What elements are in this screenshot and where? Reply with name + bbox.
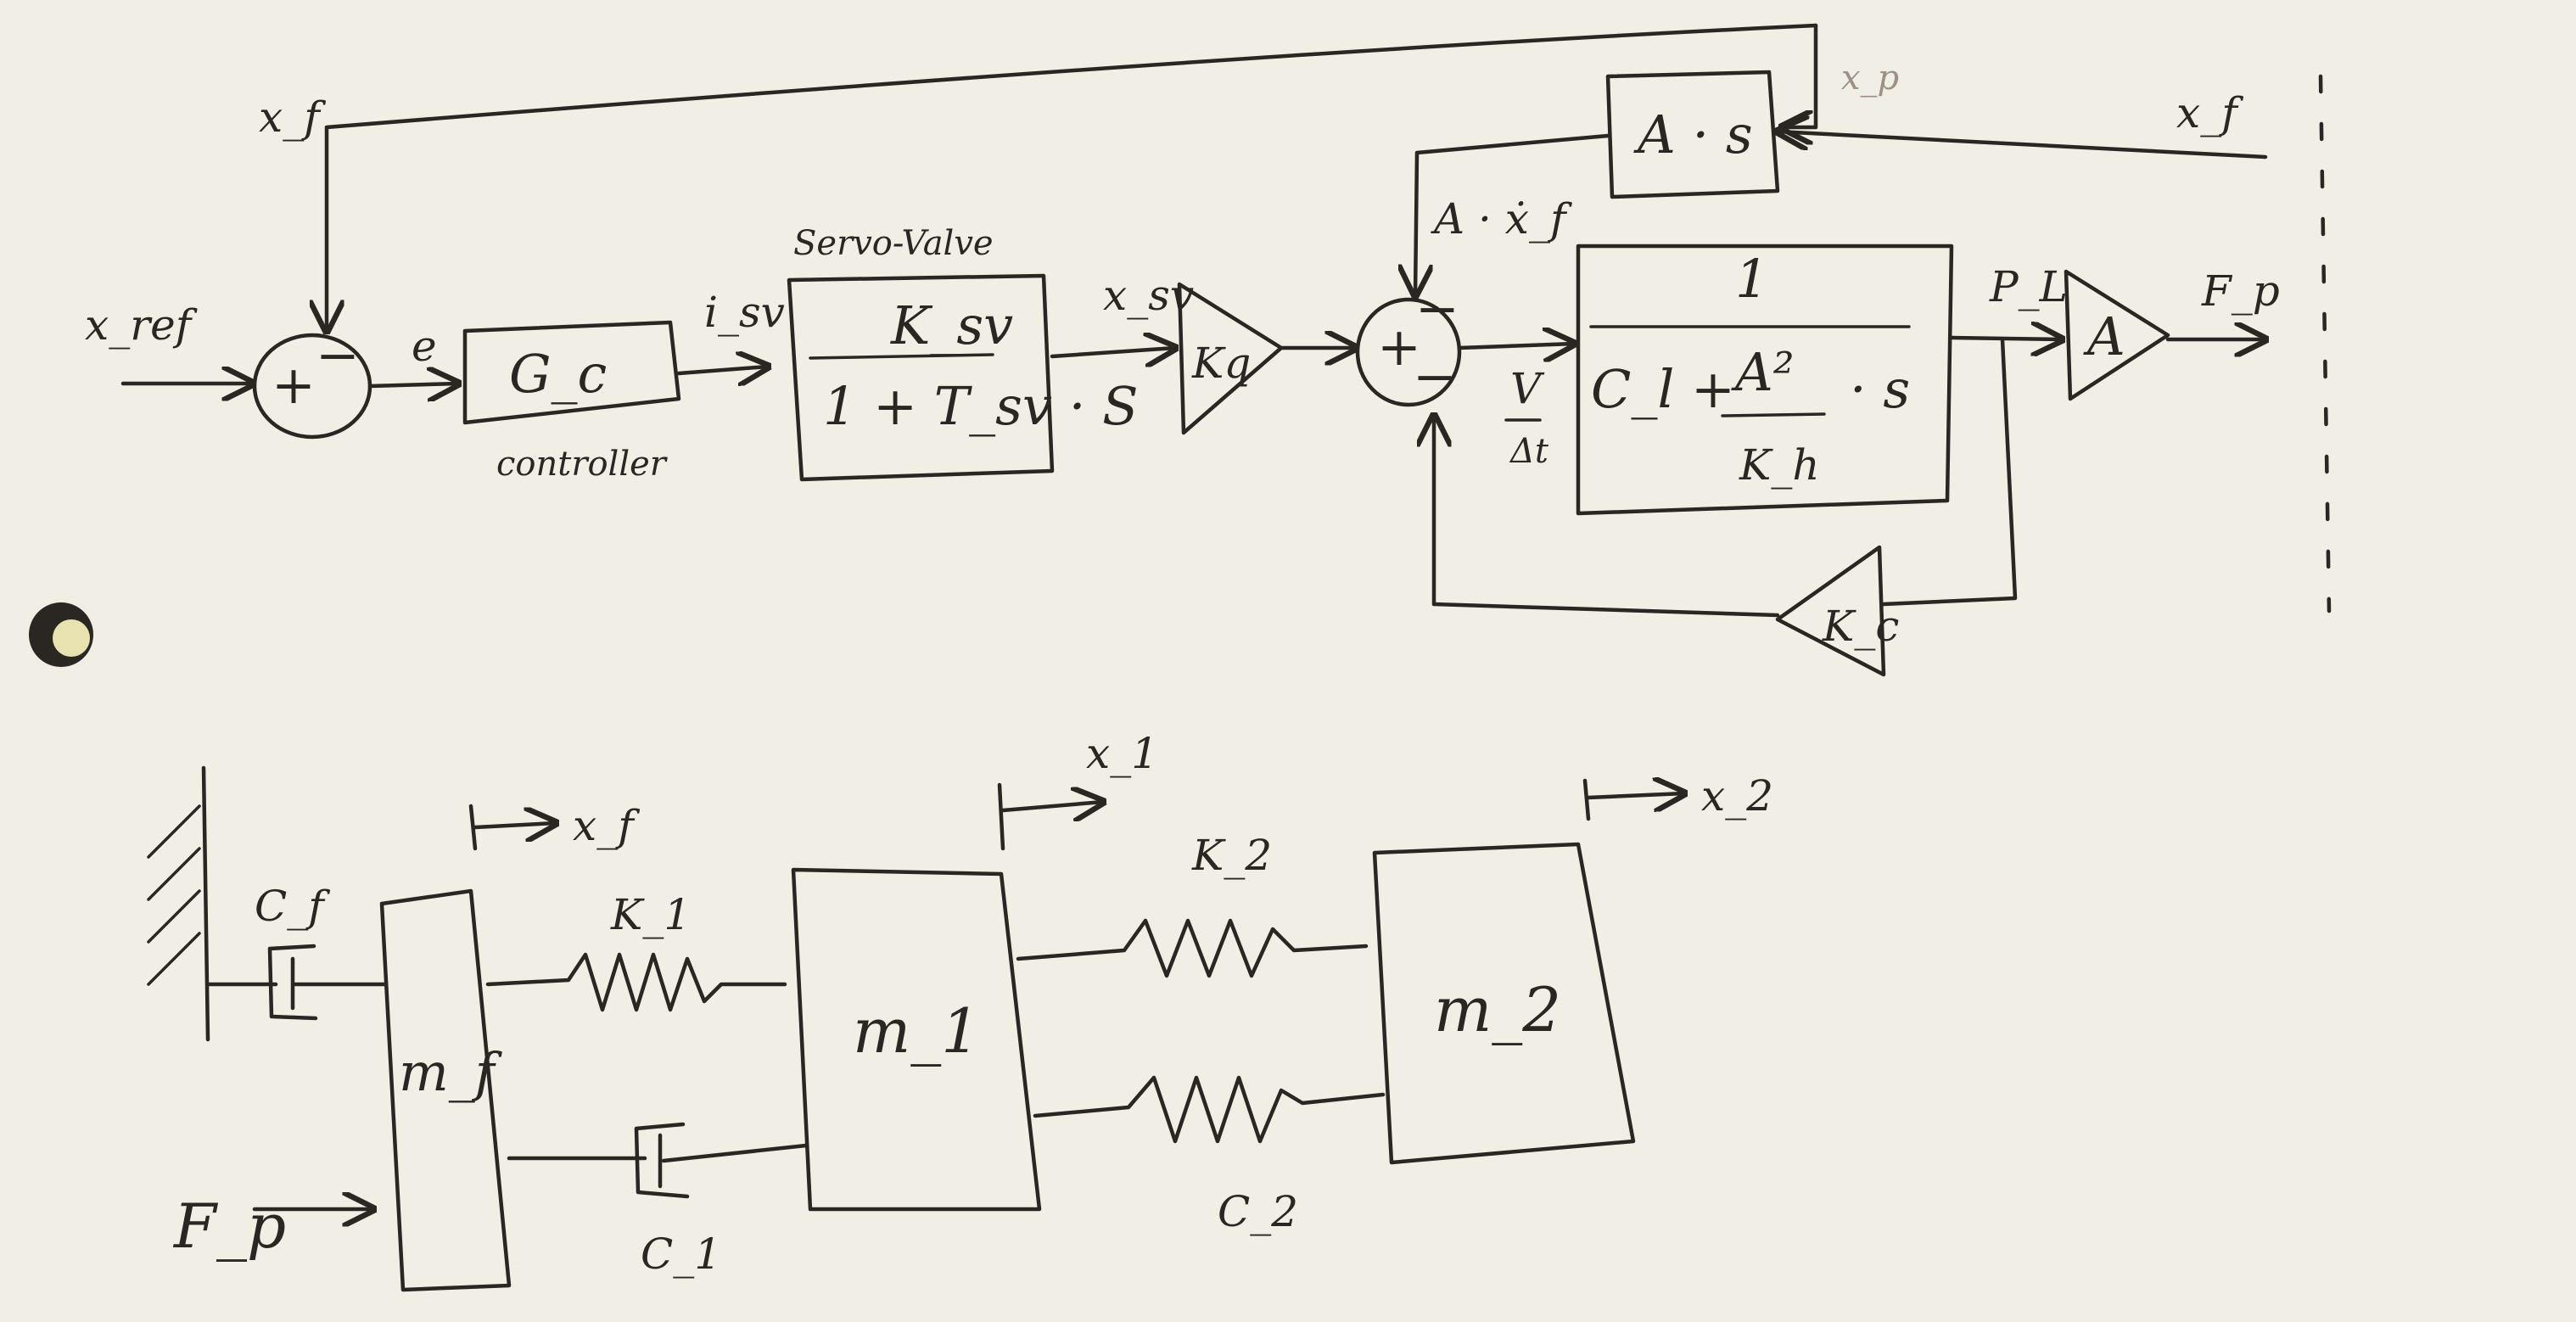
fixed-wall	[201, 765, 210, 1042]
error-label: e	[412, 322, 437, 371]
svg-text:+: +	[272, 354, 316, 416]
current-arrow	[676, 367, 768, 373]
servo-caption: Servo-Valve	[793, 224, 994, 263]
servo-denominator: 1 + T_sv · S	[823, 375, 1139, 437]
leak-feedback-line	[1881, 337, 2018, 607]
force-label: F_p	[2201, 266, 2280, 316]
pressure-arrow	[1949, 338, 2062, 339]
feedback-label: x_f	[259, 92, 326, 142]
derivative-input-label: x_f	[2176, 88, 2243, 137]
volume-num: V	[1510, 364, 1545, 413]
spring-2-label: K_2	[1191, 831, 1272, 880]
spool-arrow	[1050, 348, 1175, 356]
servo-valve-block: K_sv 1 + T_sv · S	[787, 273, 1139, 482]
svg-text:−: −	[1415, 277, 1459, 339]
hydraulic-block: 1 C_l + A² K_h · s	[1576, 244, 1954, 516]
hydraulic-den-right: · s	[1850, 358, 1910, 420]
servo-numerator: K_sv	[890, 294, 1013, 356]
mass-2-label: m_2	[1434, 974, 1561, 1045]
disp-2-arrow	[1586, 793, 1684, 798]
damper-2	[1033, 1075, 1386, 1144]
derivative-label: A · s	[1633, 104, 1753, 165]
summing-junction-2: + − −	[1355, 277, 1462, 407]
mass-f-label: m_f	[399, 1041, 503, 1103]
svg-text:−: −	[316, 324, 360, 386]
volume-den: Δt	[1509, 432, 1549, 471]
summing-junction-1: + −	[252, 324, 372, 440]
damper-1	[507, 1122, 809, 1199]
damper-1-label: C_1	[641, 1230, 721, 1279]
separator-dashes	[2318, 74, 2332, 613]
mass-f: m_f	[379, 888, 512, 1292]
disp-1-label: x_1	[1086, 729, 1158, 778]
svg-text:−: −	[1413, 345, 1457, 407]
gain-kq: Kq	[1177, 282, 1284, 435]
controller-block: G_c	[462, 320, 681, 425]
input-label: x_ref	[85, 300, 198, 350]
controller-label: G_c	[509, 343, 607, 405]
derivative-top-label: x_p	[1841, 59, 1899, 98]
force-input-label: F_p	[172, 1190, 286, 1262]
hydraulic-den-frac-den: K_h	[1739, 440, 1820, 490]
mass-2: m_2	[1372, 842, 1636, 1165]
mass-1: m_1	[791, 867, 1042, 1212]
disp-1-arrow	[1000, 802, 1103, 810]
feedback-line	[327, 23, 1818, 331]
disp-f-label: x_f	[573, 801, 640, 850]
feedback-top-line	[1782, 23, 1818, 127]
damper-2-label: C_2	[1218, 1187, 1298, 1236]
damper-f-label: C_f	[255, 882, 330, 931]
error-arrow	[367, 384, 458, 386]
velocity-label: A · ẋ_f	[1431, 194, 1572, 244]
disp-f-arrow	[473, 823, 556, 827]
derivative-input-line	[1778, 132, 2268, 160]
spring-1	[485, 952, 787, 1012]
mass-1-label: m_1	[853, 995, 980, 1067]
disp-2-label: x_2	[1701, 771, 1773, 821]
hydraulic-den-left: C_l +	[1591, 358, 1735, 420]
hydraulic-den-frac-num: A²	[1731, 341, 1795, 403]
velocity-feed-line	[1415, 133, 1610, 295]
derivative-block: A · s	[1605, 70, 1780, 199]
spring-2	[1016, 918, 1369, 978]
current-label: i_sv	[704, 288, 785, 337]
gain-kq-label: Kq	[1191, 339, 1251, 388]
gain-area: A	[2064, 269, 2170, 401]
svg-text:+: +	[1377, 316, 1421, 378]
leak-return-line	[1434, 416, 1780, 618]
gain-kc-label: K_c	[1822, 602, 1899, 651]
spring-1-label: K_1	[610, 890, 691, 939]
controller-caption: controller	[496, 445, 669, 484]
gain-area-label: A	[2083, 305, 2125, 367]
pressure-label: P_L	[1989, 262, 2068, 311]
damper-f	[205, 944, 389, 1021]
sum2-out-arrow	[1457, 344, 1574, 348]
gain-kc: K_c	[1775, 545, 1899, 677]
hydraulic-numerator: 1	[1735, 248, 1768, 310]
